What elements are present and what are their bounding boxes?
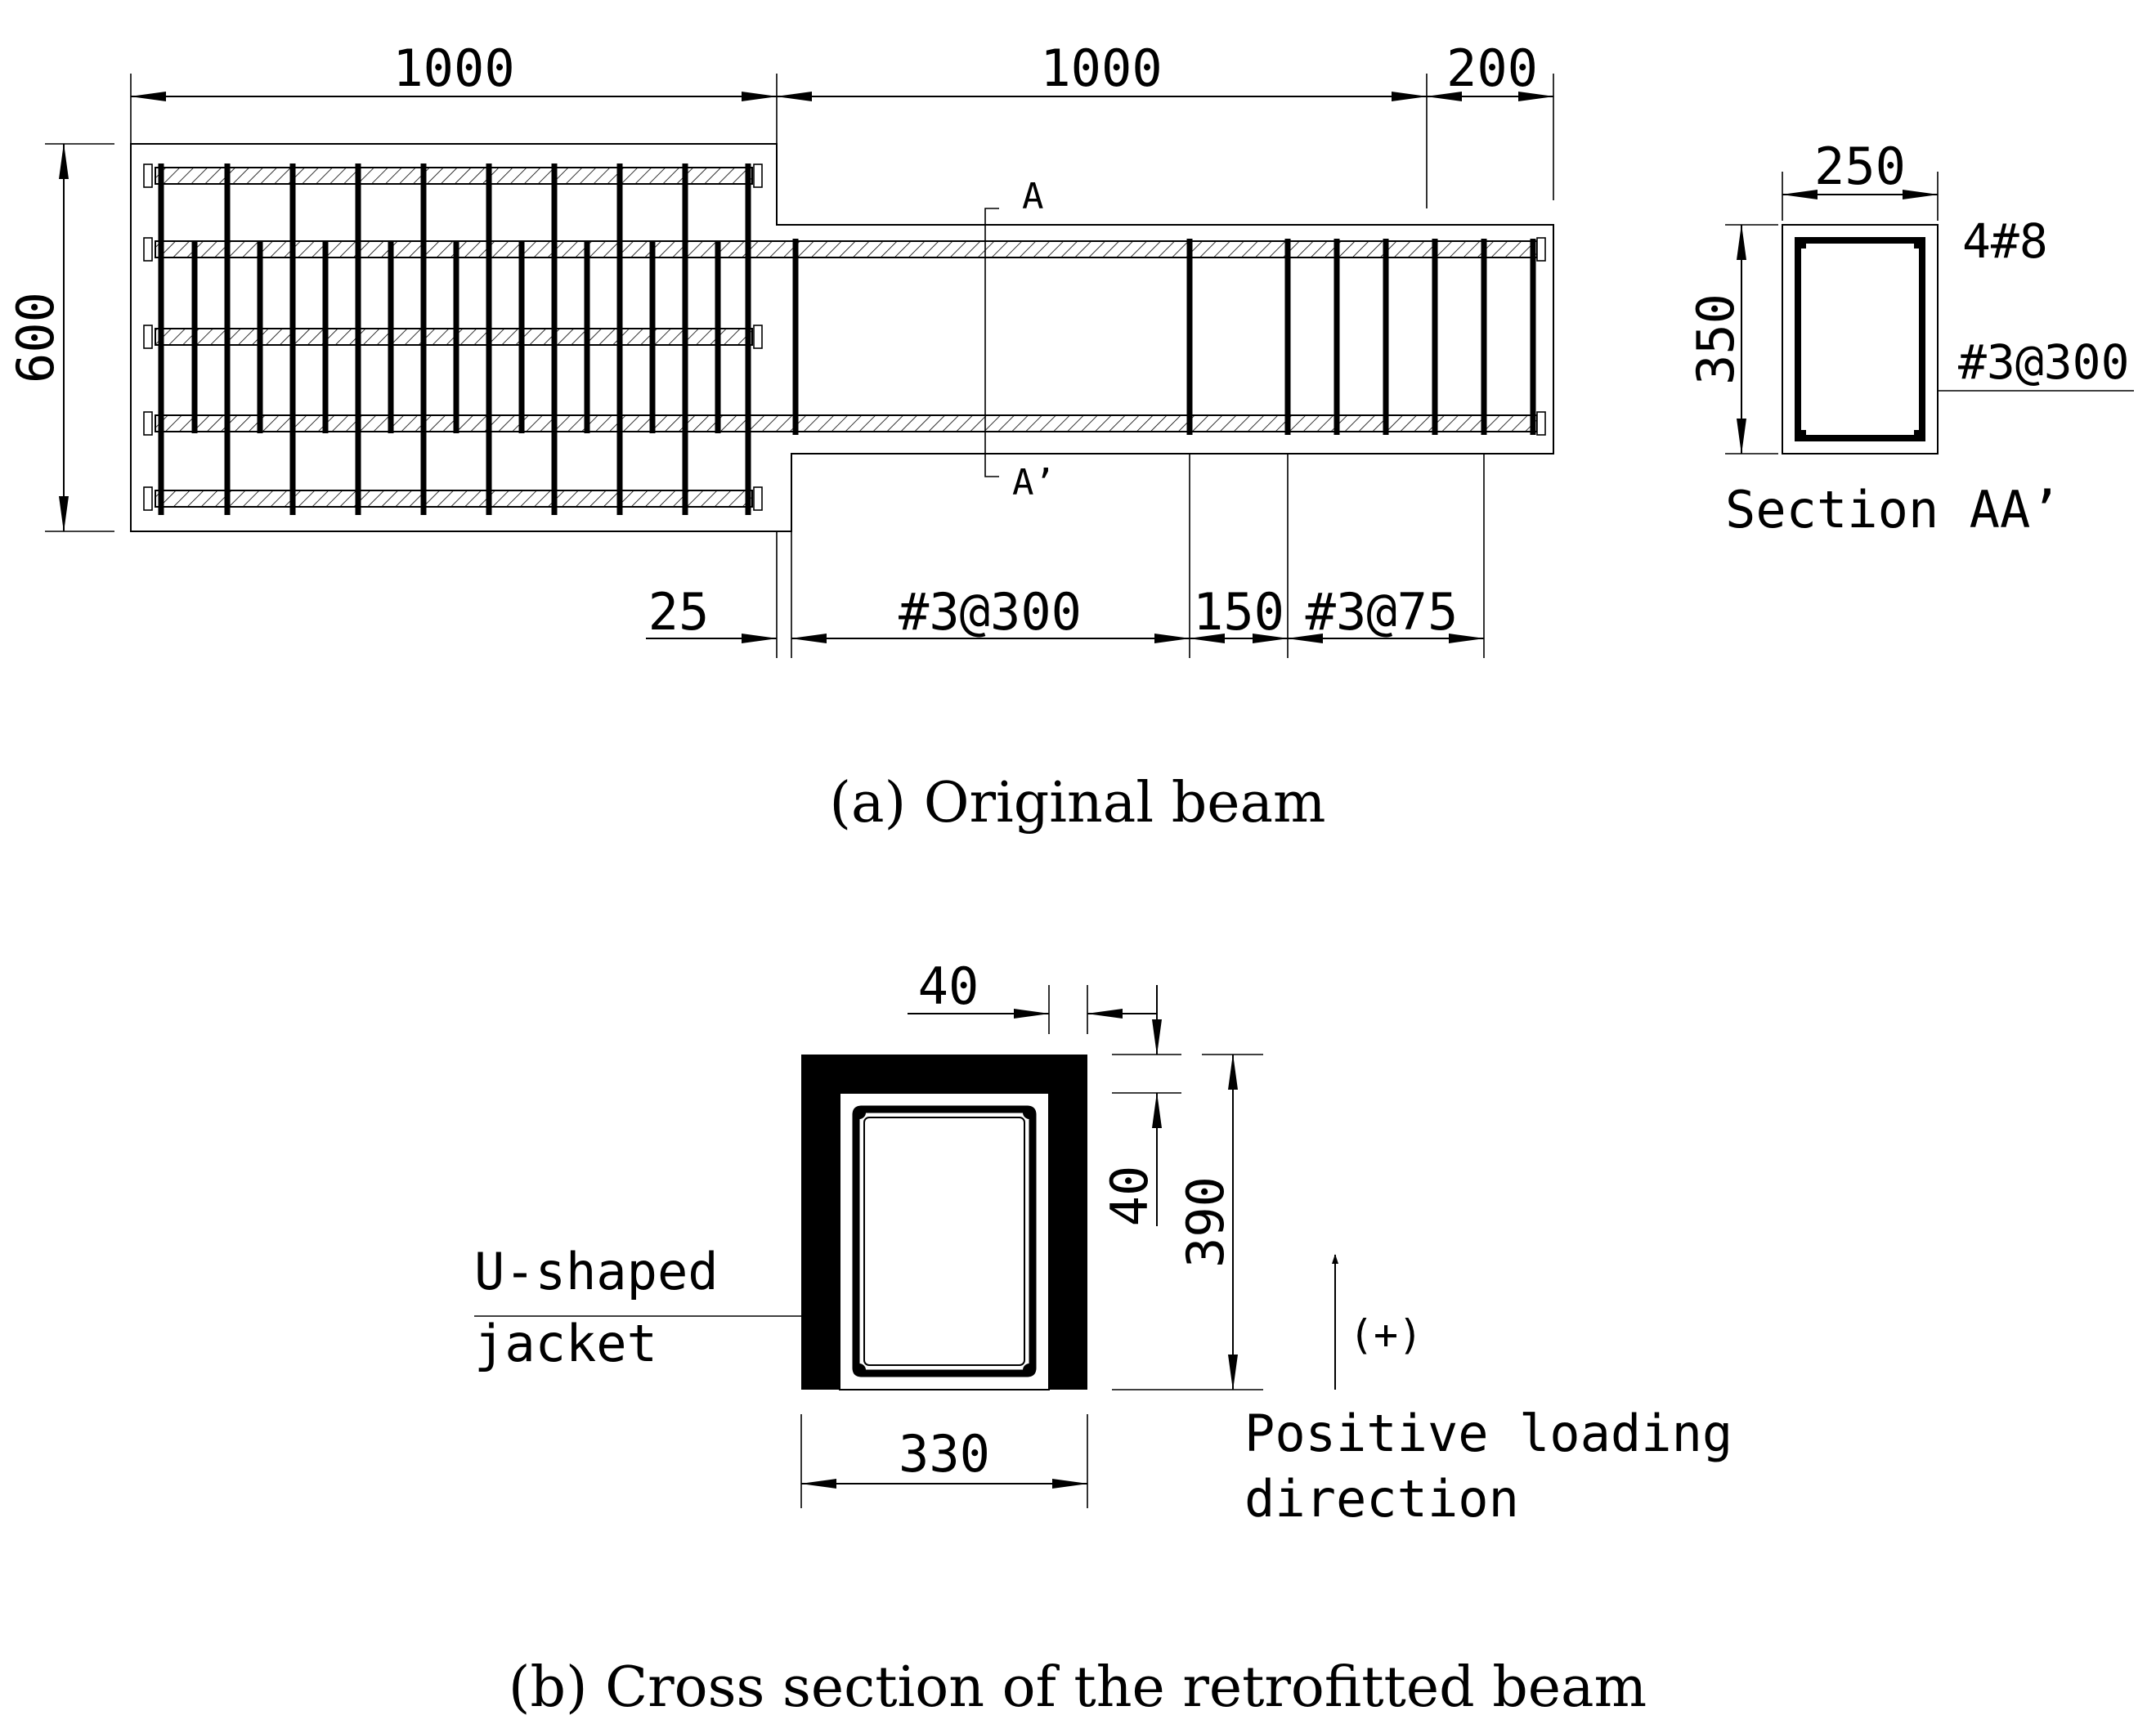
dim-jacket-thickness-top: 40 (918, 956, 979, 1016)
jacket-label-line1: U-shaped (474, 1242, 719, 1301)
bottom-dimensions: 25 #3@300 150 #3@75 (646, 454, 1485, 658)
load-sign: (+) (1349, 1311, 1423, 1359)
caption-a: (a) Original beam (830, 771, 1326, 835)
rebar-corner (1023, 1364, 1036, 1377)
stub-stirrups (158, 163, 751, 515)
section-aa-width: 250 (1814, 137, 1906, 196)
section-aa-height: 350 (1686, 293, 1746, 385)
height-dimension: 600 (6, 143, 114, 532)
dim-jacket-thickness-side: 40 (1100, 1166, 1159, 1227)
core-stirrup-inner (863, 1117, 1025, 1366)
retrofitted-section: 40 40 390 330 U-shaped jacket (+) Positi… (474, 956, 1732, 1529)
dim-gap-150: 150 (1193, 582, 1284, 642)
dim-stub-height: 600 (6, 292, 65, 383)
load-label-line2: direction (1244, 1469, 1519, 1529)
section-aa-outline (1782, 224, 1939, 455)
top-dimensions: 1000 1000 200 (130, 38, 1554, 208)
beam-elevation: A A’ 1000 1000 200 600 (6, 38, 1554, 658)
section-aa-stirrup (1795, 237, 1925, 441)
rebar-corner (1795, 237, 1806, 249)
section-aa: 250 350 4#8 #3@300 Section AA’ (1686, 137, 2134, 540)
stub-bar (155, 490, 753, 508)
rebar-corner (1795, 430, 1806, 441)
dim-retrofit-width: 330 (899, 1424, 990, 1484)
section-mark-a-prime: A’ (1012, 462, 1056, 504)
caption-b: (b) Cross section of the retrofitted bea… (509, 1655, 1647, 1720)
rebar-corner (853, 1364, 866, 1377)
label-stirrup-spacing: #3@300 (1958, 334, 2130, 390)
dim-cover: 25 (648, 582, 710, 642)
u-shaped-jacket (801, 1055, 1087, 1390)
rebar-corner (1914, 430, 1925, 441)
dim-stirrup-spacing-75: #3@75 (1306, 582, 1459, 642)
longitudinal-bars (155, 167, 1538, 508)
dim-stub-length: 1000 (392, 38, 514, 98)
dim-end-length: 200 (1446, 38, 1538, 98)
beam-stirrups (792, 239, 1536, 435)
jacket-label-line2: jacket (474, 1314, 657, 1373)
rebar-corner (853, 1106, 866, 1119)
rebar-corner (1914, 237, 1925, 249)
core-stirrup (852, 1105, 1037, 1377)
stub-inner-stirrups (191, 240, 721, 433)
beam-outline (130, 143, 1554, 532)
section-aa-title: Section AA’ (1725, 480, 2061, 540)
dim-stirrup-spacing-300: #3@300 (899, 582, 1082, 642)
dim-beam-length: 1000 (1040, 38, 1162, 98)
section-mark-a: A (1022, 176, 1044, 217)
beam-top-bar (155, 240, 1538, 258)
original-beam-core (839, 1092, 1050, 1390)
rebar-corner (1023, 1106, 1036, 1119)
label-longitudinal-rebar: 4#8 (1962, 213, 2048, 269)
load-label-line1: Positive loading (1244, 1404, 1732, 1463)
stub-bar (155, 167, 753, 185)
bar-anchors (143, 163, 1546, 511)
beam-bottom-bar (155, 414, 1538, 432)
dim-retrofit-height: 390 (1176, 1176, 1235, 1268)
section-cut-line: A A’ (984, 176, 1056, 504)
